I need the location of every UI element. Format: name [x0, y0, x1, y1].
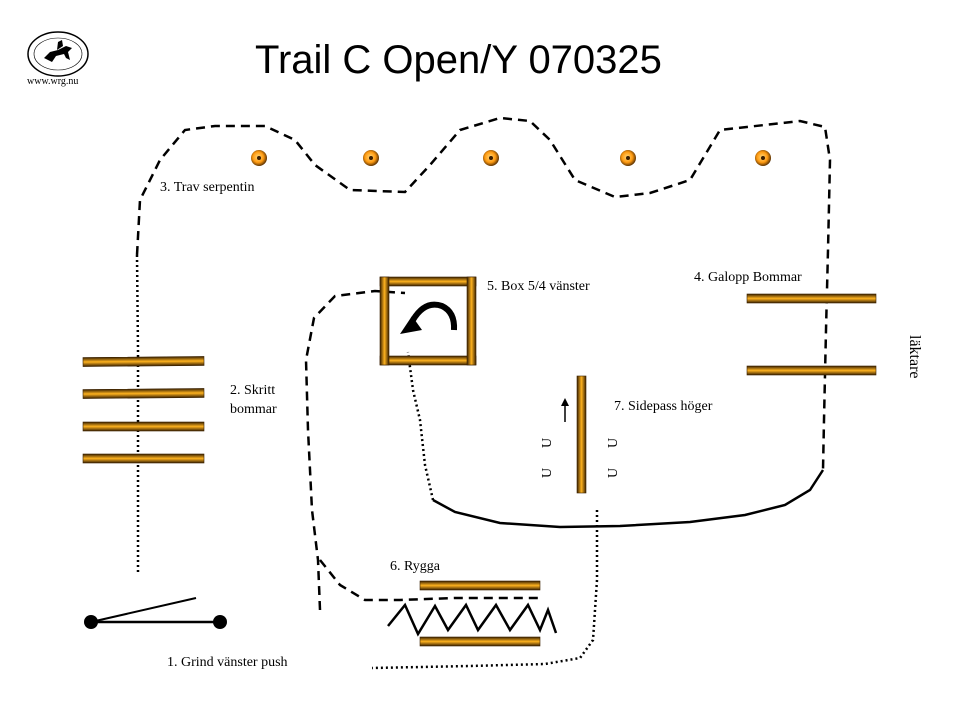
label-walk-poles: 2. Skritt — [230, 383, 275, 398]
hoof-mark-3: U — [606, 438, 621, 448]
sidepass-hoof-marks: U U U U — [540, 438, 621, 478]
walk-pole-2 — [82, 388, 205, 399]
label-stands: läktare — [906, 335, 923, 379]
serpentine-start-dots — [135, 254, 140, 575]
website-url: www.wrg.nu — [27, 76, 78, 87]
sidepass-exit-dots — [371, 510, 599, 670]
lope-pole-2 — [746, 365, 877, 376]
box-approach-path — [304, 289, 406, 611]
course-path-dashed — [135, 116, 832, 471]
backup-approach-path — [319, 559, 540, 602]
label-lope-poles: 4. Galopp Bommar — [694, 270, 802, 285]
lope-exit-path — [432, 469, 825, 529]
box-obstacle — [379, 276, 477, 366]
gate-obstacle — [84, 597, 227, 629]
hoof-mark-1: U — [540, 438, 555, 448]
club-logo — [27, 31, 89, 77]
label-sidepass: 7. Sidepass höger — [614, 399, 713, 414]
label-trot-serpentine: 3. Trav serpentin — [160, 180, 255, 195]
label-box: 5. Box 5/4 vänster — [487, 279, 590, 294]
walk-poles — [82, 356, 205, 464]
page-title: Trail C Open/Y 070325 — [255, 38, 662, 82]
label-walk-poles-line2: bommar — [230, 402, 277, 417]
box-exit-dots — [406, 351, 435, 501]
lope-pole-1 — [746, 293, 877, 304]
walk-pole-1 — [82, 356, 205, 367]
backup-zigzag-path — [387, 602, 558, 637]
backup-obstacle — [387, 580, 558, 647]
label-gate: 1. Grind vänster push — [167, 655, 288, 670]
walk-pole-3 — [82, 421, 205, 432]
label-backup: 6. Rygga — [390, 559, 441, 574]
walk-pole-4 — [82, 453, 205, 464]
turn-arrow-icon — [400, 301, 458, 334]
serpentine-cones — [251, 150, 771, 166]
lope-poles — [746, 293, 877, 376]
sidepass-pole — [576, 375, 587, 494]
hoof-mark-2: U — [540, 468, 555, 478]
sidepass-direction-arrow — [561, 398, 569, 422]
hoof-mark-4: U — [606, 468, 621, 478]
